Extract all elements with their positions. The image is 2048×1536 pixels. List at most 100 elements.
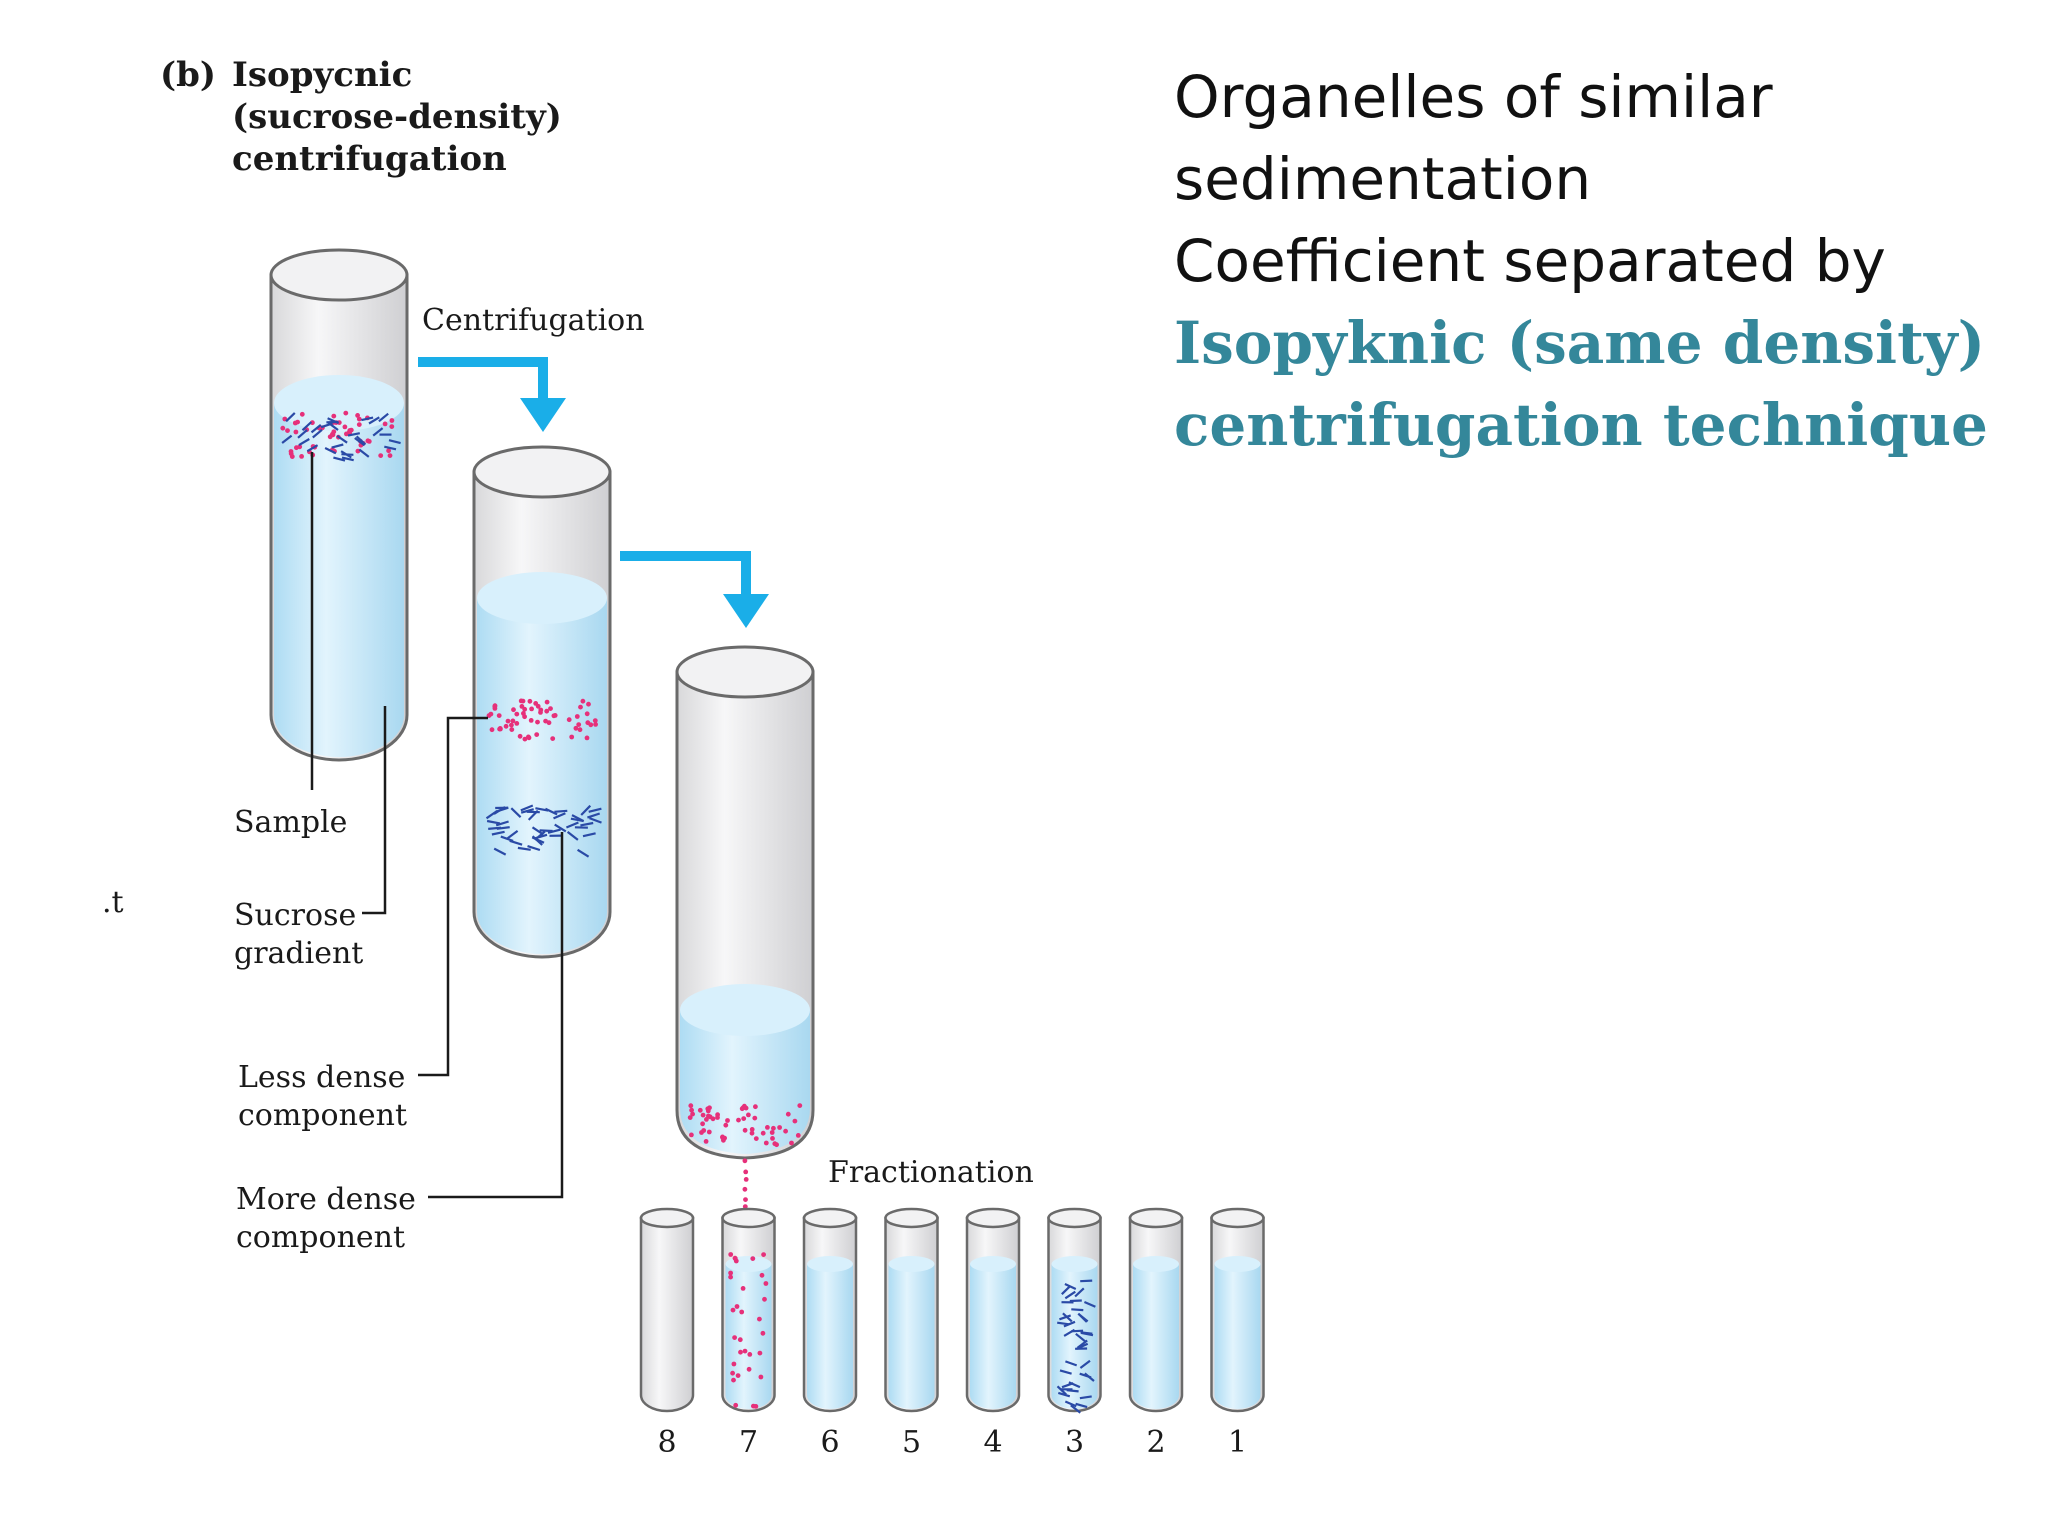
particle [510, 718, 516, 724]
less-dense-leader [418, 716, 488, 1077]
particle [588, 722, 594, 728]
particle [528, 718, 534, 723]
particle [731, 1377, 736, 1383]
more-dense-leader [428, 832, 564, 1199]
fraction-tube: 7 [721, 1207, 776, 1460]
particle [509, 722, 514, 728]
particle [797, 1103, 803, 1108]
particle [565, 821, 579, 829]
particle [571, 814, 585, 823]
particle [387, 453, 393, 458]
particle [529, 706, 534, 712]
particle [285, 412, 296, 423]
particle [1070, 1404, 1081, 1414]
particle [753, 1136, 759, 1141]
particle [1061, 1382, 1074, 1389]
particle [792, 1118, 798, 1124]
particle [389, 418, 395, 423]
particle [774, 1142, 779, 1148]
fraction-tube: 5 [884, 1207, 939, 1460]
more-dense-label-2: component [236, 1220, 405, 1255]
particle [1056, 1385, 1067, 1396]
particle [544, 708, 550, 714]
particle [386, 448, 391, 454]
particle [584, 735, 590, 741]
explanation-text: Organelles of similar sedimentation Coef… [1174, 56, 2014, 466]
particle [740, 1286, 746, 1291]
particle [735, 1373, 741, 1378]
particle [382, 421, 388, 427]
particle [539, 829, 553, 833]
particle [1061, 1285, 1072, 1295]
particle [687, 1115, 693, 1120]
particle [301, 421, 313, 432]
particle [543, 718, 548, 724]
particle [742, 1186, 748, 1192]
particle [743, 1197, 748, 1202]
particle [1059, 1314, 1072, 1321]
particle [527, 698, 533, 704]
particle [578, 704, 583, 710]
tube-fractionation [675, 645, 815, 1160]
fraction-number: 8 [657, 1425, 676, 1460]
particle [361, 416, 374, 422]
particle [347, 432, 361, 437]
particle [547, 828, 561, 834]
particle [580, 804, 592, 816]
particle [1074, 1287, 1085, 1298]
particle [496, 713, 502, 718]
particle [509, 839, 523, 846]
particle [510, 807, 522, 818]
sample-band [280, 410, 401, 462]
particle [289, 454, 295, 459]
particle [728, 1270, 733, 1276]
figure-title-line-1: Isopycnic [232, 55, 412, 95]
particle [389, 424, 395, 429]
particle [306, 444, 319, 453]
particle [355, 413, 360, 418]
particle [336, 434, 348, 444]
particle [331, 443, 344, 449]
particle [493, 847, 507, 856]
particle [1084, 1372, 1095, 1382]
particle [737, 1337, 743, 1343]
particle [554, 823, 567, 833]
particle [356, 416, 362, 422]
particle [327, 421, 339, 431]
particle [730, 1370, 735, 1376]
particle [762, 1296, 767, 1302]
particle [506, 830, 519, 840]
particle [763, 1281, 769, 1286]
particle [736, 1117, 741, 1123]
particle [758, 1374, 764, 1380]
particle [293, 429, 299, 435]
particle [746, 1112, 751, 1118]
particle [1080, 1279, 1093, 1283]
fraction-number: 4 [983, 1425, 1002, 1460]
more-dense-label-1: More dense [236, 1182, 416, 1217]
particle [706, 1129, 712, 1135]
particle [1057, 1391, 1071, 1398]
particle [751, 1403, 756, 1409]
particle [746, 1366, 752, 1372]
particle [749, 1130, 755, 1136]
fraction-tube: 1 [1210, 1207, 1265, 1460]
particle [535, 703, 541, 709]
particle [697, 1107, 703, 1113]
particle [1069, 1299, 1082, 1303]
particle [742, 1348, 748, 1354]
particle [488, 826, 502, 830]
particle [493, 806, 506, 815]
centrifugation-arrow [418, 357, 548, 400]
fraction-number: 1 [1228, 1425, 1247, 1460]
particle [728, 1252, 734, 1257]
particle [534, 732, 540, 737]
particle [388, 439, 401, 445]
particle [331, 429, 337, 435]
particle [689, 1107, 694, 1113]
particle [355, 435, 367, 446]
particle [342, 424, 348, 430]
particle [750, 1256, 756, 1261]
particle [739, 1309, 745, 1315]
fraction-tube: 8 [639, 1207, 695, 1460]
